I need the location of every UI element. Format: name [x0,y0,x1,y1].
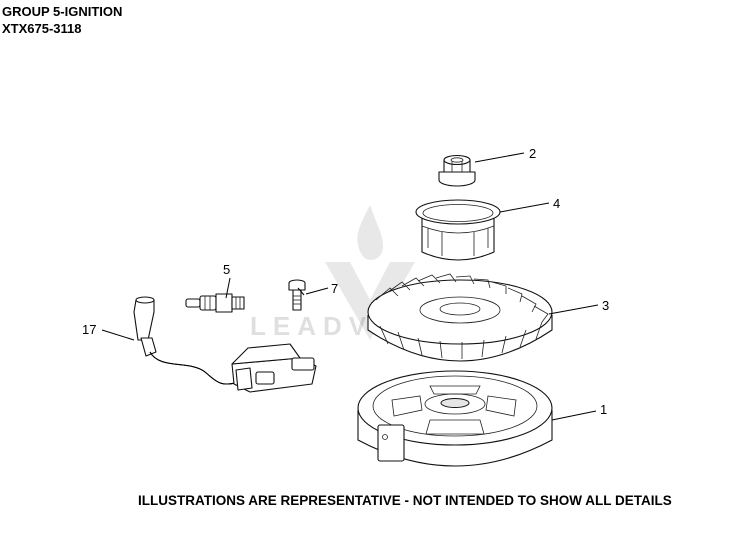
callout-7[interactable]: 7 [331,281,338,296]
group-title: GROUP 5-IGNITION [2,4,123,19]
bolt-part[interactable] [288,279,306,311]
callout-1[interactable]: 1 [600,402,607,417]
leader-line-3 [548,304,599,315]
leader-line-2 [474,152,525,163]
watermark-logo [325,205,415,340]
leader-line-7 [305,287,329,295]
flywheel-part[interactable] [357,370,553,467]
leader-line-5 [225,277,231,299]
diagram-header: GROUP 5-IGNITION XTX675-3118 [2,3,122,37]
callout-5[interactable]: 5 [223,262,230,277]
flywheel-cup-part[interactable] [415,199,501,261]
callout-3[interactable]: 3 [602,298,609,313]
model-number: XTX675-3118 [2,21,82,36]
leader-line-1 [551,410,597,421]
ignition-coil-part[interactable] [133,296,317,393]
spark-plug-part[interactable] [185,293,245,313]
callout-17[interactable]: 17 [82,322,96,337]
disclaimer-text: ILLUSTRATIONS ARE REPRESENTATIVE - NOT I… [138,493,672,508]
leader-line-7a [297,287,305,296]
leader-line-17 [101,329,135,341]
callout-2[interactable]: 2 [529,146,536,161]
flange-nut-part[interactable] [438,154,476,187]
cooling-fan-part[interactable] [367,273,553,362]
callout-4[interactable]: 4 [553,196,560,211]
leader-line-4 [499,202,550,213]
